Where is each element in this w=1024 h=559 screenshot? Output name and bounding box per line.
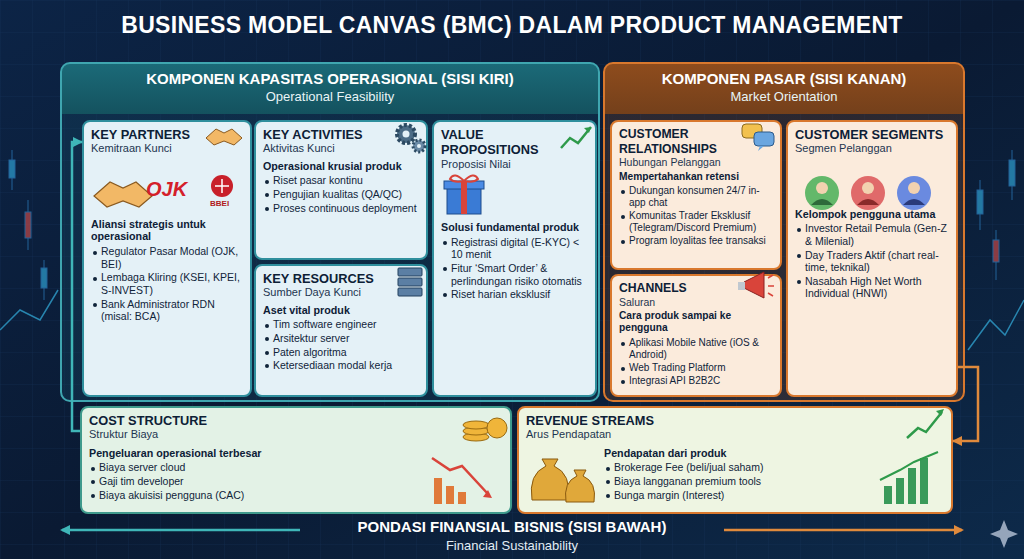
- band-subtitle: Operational Feasibility: [62, 89, 598, 104]
- box-heading: KEY RESOURCES: [263, 271, 419, 286]
- box-subheading: Saluran: [619, 296, 773, 309]
- box-subheading: Segmen Pelanggan: [795, 142, 949, 155]
- bullet-item: Paten algoritma: [263, 346, 419, 359]
- key-resources-box: KEY RESOURCESSumber Daya KunciAset vital…: [254, 264, 428, 397]
- bullet-item: Pengujian kualitas (QA/QC): [263, 188, 419, 201]
- bullet-item: Riset pasar kontinu: [263, 174, 419, 187]
- box-heading: KEY PARTNERS: [91, 127, 243, 142]
- key-partners-box: KEY PARTNERSKemitraan KunciAliansi strat…: [82, 120, 252, 397]
- bullet-item: Ketersediaan modal kerja: [263, 359, 419, 372]
- footer-arrow-right: [724, 529, 962, 532]
- bullet-item: Biaya akuisisi pengguna (CAC): [89, 489, 503, 502]
- cost-structure-box: COST STRUCTUREStruktur BiayaPengeluaran …: [80, 406, 512, 514]
- right-region-band: KOMPONEN PASAR (SISI KANAN) Market Orient…: [603, 62, 965, 402]
- band-title: KOMPONEN KAPASITAS OPERASIONAL (SISI KIR…: [62, 70, 598, 87]
- bullet-item: Registrasi digital (E-KYC) < 10 menit: [441, 236, 588, 261]
- box-subheading: Proposisi Nilai: [441, 158, 588, 171]
- bullet-item: Dukungan konsumen 24/7 in-app chat: [619, 185, 773, 209]
- bullet-item: Day Traders Aktif (chart real-time, tekn…: [795, 249, 949, 274]
- section-lead: Operasional krusial produk: [263, 160, 419, 173]
- bei-logo-text: BBEI: [210, 199, 229, 208]
- customer-relationships-box: CUSTOMER RELATIONSHIPSHubungan Pelanggan…: [610, 120, 782, 270]
- bullet-item: Brokerage Fee (beli/jual saham): [604, 461, 944, 474]
- box-heading: CUSTOMER SEGMENTS: [795, 127, 949, 142]
- customer-segments-box: CUSTOMER SEGMENTSSegmen PelangganKelompo…: [786, 120, 958, 397]
- section-lead: Pendapatan dari produk: [604, 447, 944, 460]
- section-lead: Kelompok pengguna utama: [795, 208, 949, 221]
- bullet-item: Nasabah High Net Worth Individual (HNWI): [795, 275, 949, 300]
- bullet-item: Riset harian eksklusif: [441, 288, 588, 301]
- bullet-item: Tim software engineer: [263, 318, 419, 331]
- band-subtitle: Market Orientation: [605, 89, 963, 104]
- bullet-item: Biaya langganan premium tools: [604, 475, 944, 488]
- left-region-band: KOMPONEN KAPASITAS OPERASIONAL (SISI KIR…: [60, 62, 600, 402]
- box-heading: CUSTOMER RELATIONSHIPS: [619, 127, 773, 156]
- bullet-item: Investor Retail Pemula (Gen-Z & Milenial…: [795, 222, 949, 247]
- key-activities-box: KEY ACTIVITIESAktivitas KunciOperasional…: [254, 120, 428, 260]
- bullet-item: Lembaga Kliring (KSEI, KPEI, S-INVEST): [91, 271, 243, 296]
- footer-subtitle: Financial Sustainability: [0, 538, 1024, 553]
- box-heading: VALUE PROPOSITIONS: [441, 127, 588, 158]
- band-title: KOMPONEN PASAR (SISI KANAN): [605, 70, 963, 87]
- bullet-item: Fitur ‘Smart Order’ & perlindungan risik…: [441, 262, 588, 287]
- box-heading: COST STRUCTURE: [89, 413, 503, 428]
- box-heading: REVENUE STREAMS: [526, 413, 944, 428]
- box-subheading: Hubungan Pelanggan: [619, 156, 773, 169]
- ojk-logo-text: OJK: [146, 178, 187, 201]
- section-lead: Aset vital produk: [263, 304, 419, 317]
- box-subheading: Struktur Biaya: [89, 428, 503, 441]
- bullet-item: Aplikasi Mobile Native (iOS & Android): [619, 337, 773, 361]
- bullet-item: Biaya server cloud: [89, 461, 503, 474]
- bullet-item: Proses continuous deployment: [263, 202, 419, 215]
- box-heading: CHANNELS: [619, 281, 773, 296]
- bullet-item: Komunitas Trader Eksklusif (Telegram/Dis…: [619, 210, 773, 234]
- section-lead: Solusi fundamental produk: [441, 221, 588, 234]
- section-lead: Pengeluaran operasional terbesar: [89, 447, 503, 460]
- box-subheading: Arus Pendapatan: [526, 428, 944, 441]
- value-propositions-box: VALUE PROPOSITIONSProposisi NilaiSolusi …: [432, 120, 597, 397]
- footer-title: PONDASI FINANSIAL BISNIS (SISI BAWAH): [0, 518, 1024, 535]
- bullet-item: Web Trading Platform: [619, 362, 773, 374]
- bullet-item: Bank Administrator RDN (misal: BCA): [91, 298, 243, 323]
- bullet-item: Program loyalitas fee transaksi: [619, 235, 773, 247]
- box-subheading: Aktivitas Kunci: [263, 142, 419, 155]
- section-lead: Mempertahankan retensi: [619, 171, 773, 183]
- box-heading: KEY ACTIVITIES: [263, 127, 419, 142]
- footer-arrow-left: [62, 529, 300, 532]
- box-subheading: Kemitraan Kunci: [91, 142, 243, 155]
- bullet-item: Integrasi API B2B2C: [619, 375, 773, 387]
- channels-box: CHANNELSSaluranCara produk sampai ke pen…: [610, 274, 782, 397]
- bullet-item: Gaji tim developer: [89, 475, 503, 488]
- bullet-item: Bunga margin (Interest): [604, 489, 944, 502]
- section-lead: Cara produk sampai ke pengguna: [619, 310, 773, 334]
- revenue-streams-box: REVENUE STREAMSArus PendapatanPendapatan…: [517, 406, 953, 514]
- bullet-item: Arsitektur server: [263, 332, 419, 345]
- diagram-title: BUSINESS MODEL CANVAS (BMC) DALAM PRODUC…: [0, 12, 1024, 39]
- box-subheading: Sumber Daya Kunci: [263, 286, 419, 299]
- bullet-item: Regulator Pasar Modal (OJK, BEI): [91, 245, 243, 270]
- section-lead: Aliansi strategis untuk operasional: [91, 218, 243, 244]
